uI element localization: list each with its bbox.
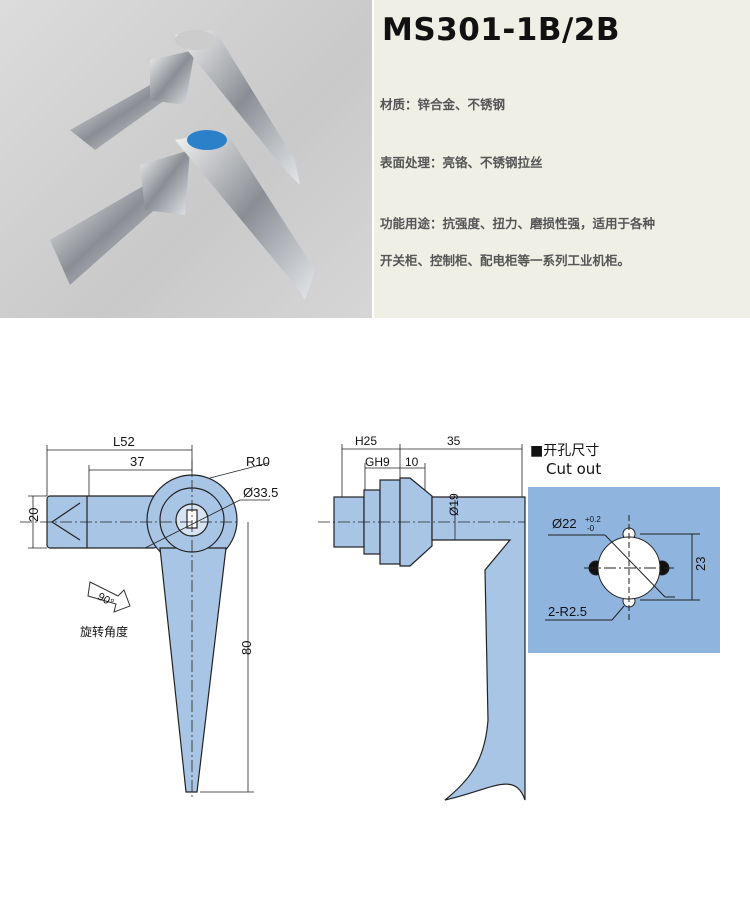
- cutout-drawing: [545, 515, 700, 622]
- handle-photo-illustration: [50, 30, 315, 300]
- front-view: [46, 474, 238, 793]
- cutout-title: ■开孔尺寸: [530, 443, 600, 459]
- product-title: MS301-1B/2B: [382, 12, 620, 48]
- dim-l52: L52: [113, 434, 135, 449]
- dim-gh9: GH9: [365, 455, 390, 469]
- cutout-tol-minus: -0: [587, 524, 595, 533]
- spec-usage: 功能用途：抗强度、扭力、磨损性强，适用于各种: [380, 216, 656, 231]
- dim-dia-19: Ø19: [447, 493, 461, 516]
- dim-35: 35: [447, 434, 461, 448]
- rotation-angle-label: 旋转角度: [80, 624, 128, 639]
- rotation-arrow-icon: [87, 581, 131, 613]
- front-dimensions: [20, 445, 270, 800]
- dim-20: 20: [26, 508, 41, 522]
- dim-h25: H25: [355, 434, 377, 448]
- dim-80: 80: [239, 641, 254, 655]
- side-view: [333, 477, 526, 801]
- product-photo: [0, 0, 372, 318]
- side-dimensions: [318, 444, 525, 540]
- cutout-subtitle: Cut out: [546, 460, 602, 478]
- cutout-tol-plus: +0.2: [585, 515, 601, 524]
- dim-37: 37: [130, 454, 144, 469]
- cutout-dim-dia22: Ø22: [552, 516, 577, 531]
- cutout-dim-r2-5: 2-R2.5: [548, 604, 587, 619]
- cutout-dim-23: 23: [693, 557, 708, 571]
- spec-material: 材质：锌合金、不锈钢: [380, 97, 506, 112]
- spec-surface: 表面处理：亮铬、不锈钢拉丝: [380, 155, 543, 170]
- dim-r10: R10: [246, 454, 270, 469]
- dim-dia-33-5: Ø33.5: [243, 485, 278, 500]
- dim-10: 10: [405, 455, 419, 469]
- spec-panel: MS301-1B/2B 材质：锌合金、不锈钢 表面处理：亮铬、不锈钢拉丝 功能用…: [374, 0, 750, 318]
- spec-usage-cont: 开关柜、控制柜、配电柜等一系列工业机柜。: [380, 253, 631, 268]
